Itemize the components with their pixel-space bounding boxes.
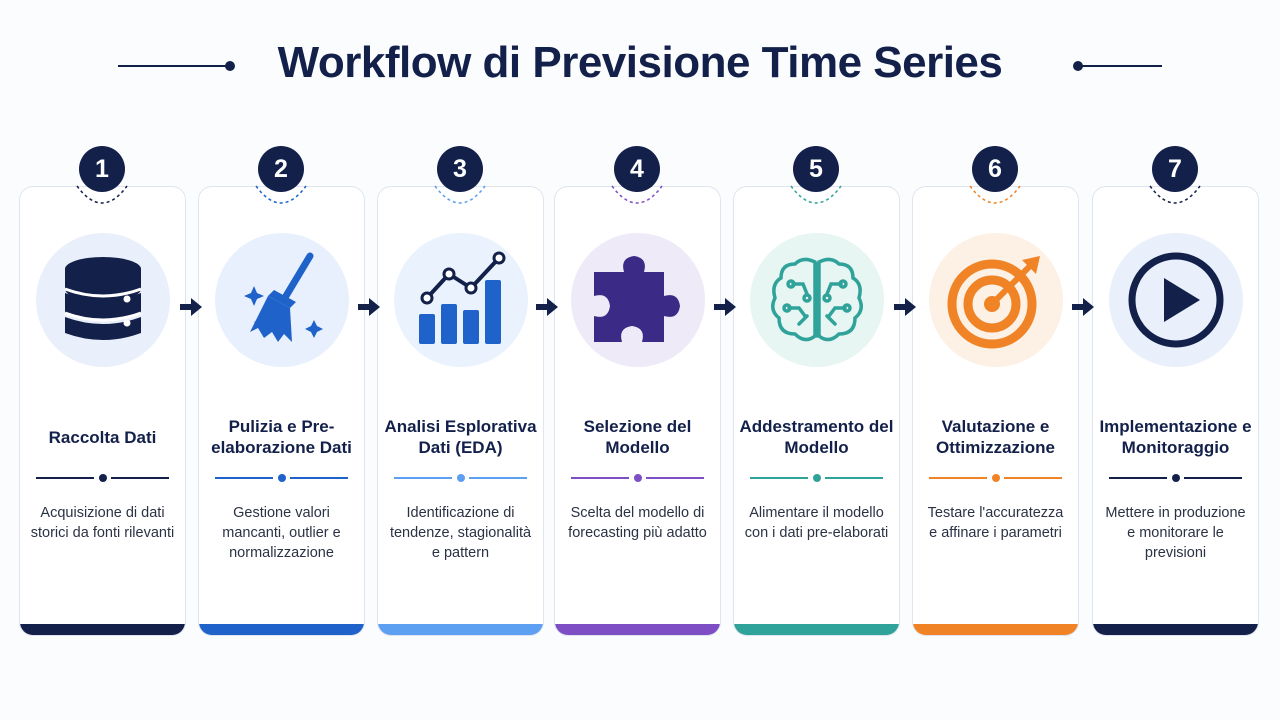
number-connector <box>611 185 663 204</box>
step-title: Valutazione e Ottimizzazione <box>935 417 1055 457</box>
step-card-6: Valutazione e Ottimizzazione Testare l'a… <box>912 186 1079 636</box>
step-icon-bg <box>36 233 170 367</box>
step-title: Pulizia e Pre-elaborazione Dati <box>211 417 352 457</box>
step-card-3: Analisi Esplorativa Dati (EDA) Identific… <box>377 186 544 636</box>
step-card-1: Raccolta Dati Acquisizione di dati stori… <box>19 186 186 636</box>
step-card-4: Selezione del Modello Scelta del modello… <box>554 186 721 636</box>
number-connector <box>790 185 842 204</box>
step-title: Selezione del Modello <box>583 417 692 457</box>
step-title: Implementazione e Monitoraggio <box>1099 417 1252 457</box>
step-card-7: Implementazione e Monitoraggio Mettere i… <box>1092 186 1259 636</box>
step-card-2: Pulizia e Pre-elaborazione Dati Gestione… <box>198 186 365 636</box>
title-row: Workflow di Previsione Time Series <box>0 36 1280 96</box>
step-icon-bg <box>929 233 1063 367</box>
step-accent-bar <box>1093 624 1258 635</box>
step-number-badge: 5 <box>793 146 839 192</box>
step-number-badge: 7 <box>1152 146 1198 192</box>
title-left-line <box>118 65 228 67</box>
step-description: Identificazione di tendenze, stagionalit… <box>389 505 532 561</box>
title-right-line <box>1080 65 1162 67</box>
database-icon <box>63 255 143 345</box>
step-card-5: Addestramento del Modello Alimentare il … <box>733 186 900 636</box>
broom-icon <box>232 250 332 350</box>
play-icon <box>1126 250 1226 350</box>
arrow-right-icon <box>714 298 736 316</box>
step-accent-bar <box>555 624 720 635</box>
step-description: Testare l'accuratezza e affinare i param… <box>927 505 1064 541</box>
step-icon-bg <box>215 233 349 367</box>
step-number-badge: 1 <box>79 146 125 192</box>
target-icon <box>946 250 1046 350</box>
step-description: Mettere in produzione e monitorare le pr… <box>1105 505 1246 561</box>
step-icon-bg <box>571 233 705 367</box>
number-connector <box>255 185 307 204</box>
step-divider <box>394 474 527 482</box>
step-title: Addestramento del Modello <box>739 417 894 457</box>
step-number-badge: 2 <box>258 146 304 192</box>
number-connector <box>969 185 1021 204</box>
step-divider <box>36 474 169 482</box>
step-icon-bg <box>750 233 884 367</box>
step-accent-bar <box>913 624 1078 635</box>
step-icon-bg <box>1109 233 1243 367</box>
title-right-dot <box>1073 61 1083 71</box>
step-divider <box>215 474 348 482</box>
arrow-right-icon <box>894 298 916 316</box>
arrow-right-icon <box>180 298 202 316</box>
arrow-right-icon <box>536 298 558 316</box>
step-title: Raccolta Dati <box>48 427 157 447</box>
number-connector <box>76 185 128 204</box>
brain-icon <box>769 254 865 346</box>
chart-icon <box>413 250 509 350</box>
step-number-badge: 6 <box>972 146 1018 192</box>
step-description: Scelta del modello di forecasting più ad… <box>568 505 707 541</box>
puzzle-icon <box>590 252 686 348</box>
step-description: Gestione valori mancanti, outlier e norm… <box>222 505 341 561</box>
number-connector <box>434 185 486 204</box>
step-accent-bar <box>199 624 364 635</box>
step-divider <box>929 474 1062 482</box>
step-divider <box>750 474 883 482</box>
step-divider <box>571 474 704 482</box>
step-number-badge: 3 <box>437 146 483 192</box>
step-accent-bar <box>20 624 185 635</box>
title-left-dot <box>225 61 235 71</box>
page-title: Workflow di Previsione Time Series <box>277 38 1003 87</box>
step-divider <box>1109 474 1242 482</box>
step-accent-bar <box>734 624 899 635</box>
step-icon-bg <box>394 233 528 367</box>
step-accent-bar <box>378 624 543 635</box>
arrow-right-icon <box>358 298 380 316</box>
step-description: Acquisizione di dati storici da fonti ri… <box>30 505 175 541</box>
arrow-right-icon <box>1072 298 1094 316</box>
step-title: Analisi Esplorativa Dati (EDA) <box>384 417 537 457</box>
number-connector <box>1149 185 1201 204</box>
step-description: Alimentare il modello con i dati pre-ela… <box>744 505 889 541</box>
step-number-badge: 4 <box>614 146 660 192</box>
